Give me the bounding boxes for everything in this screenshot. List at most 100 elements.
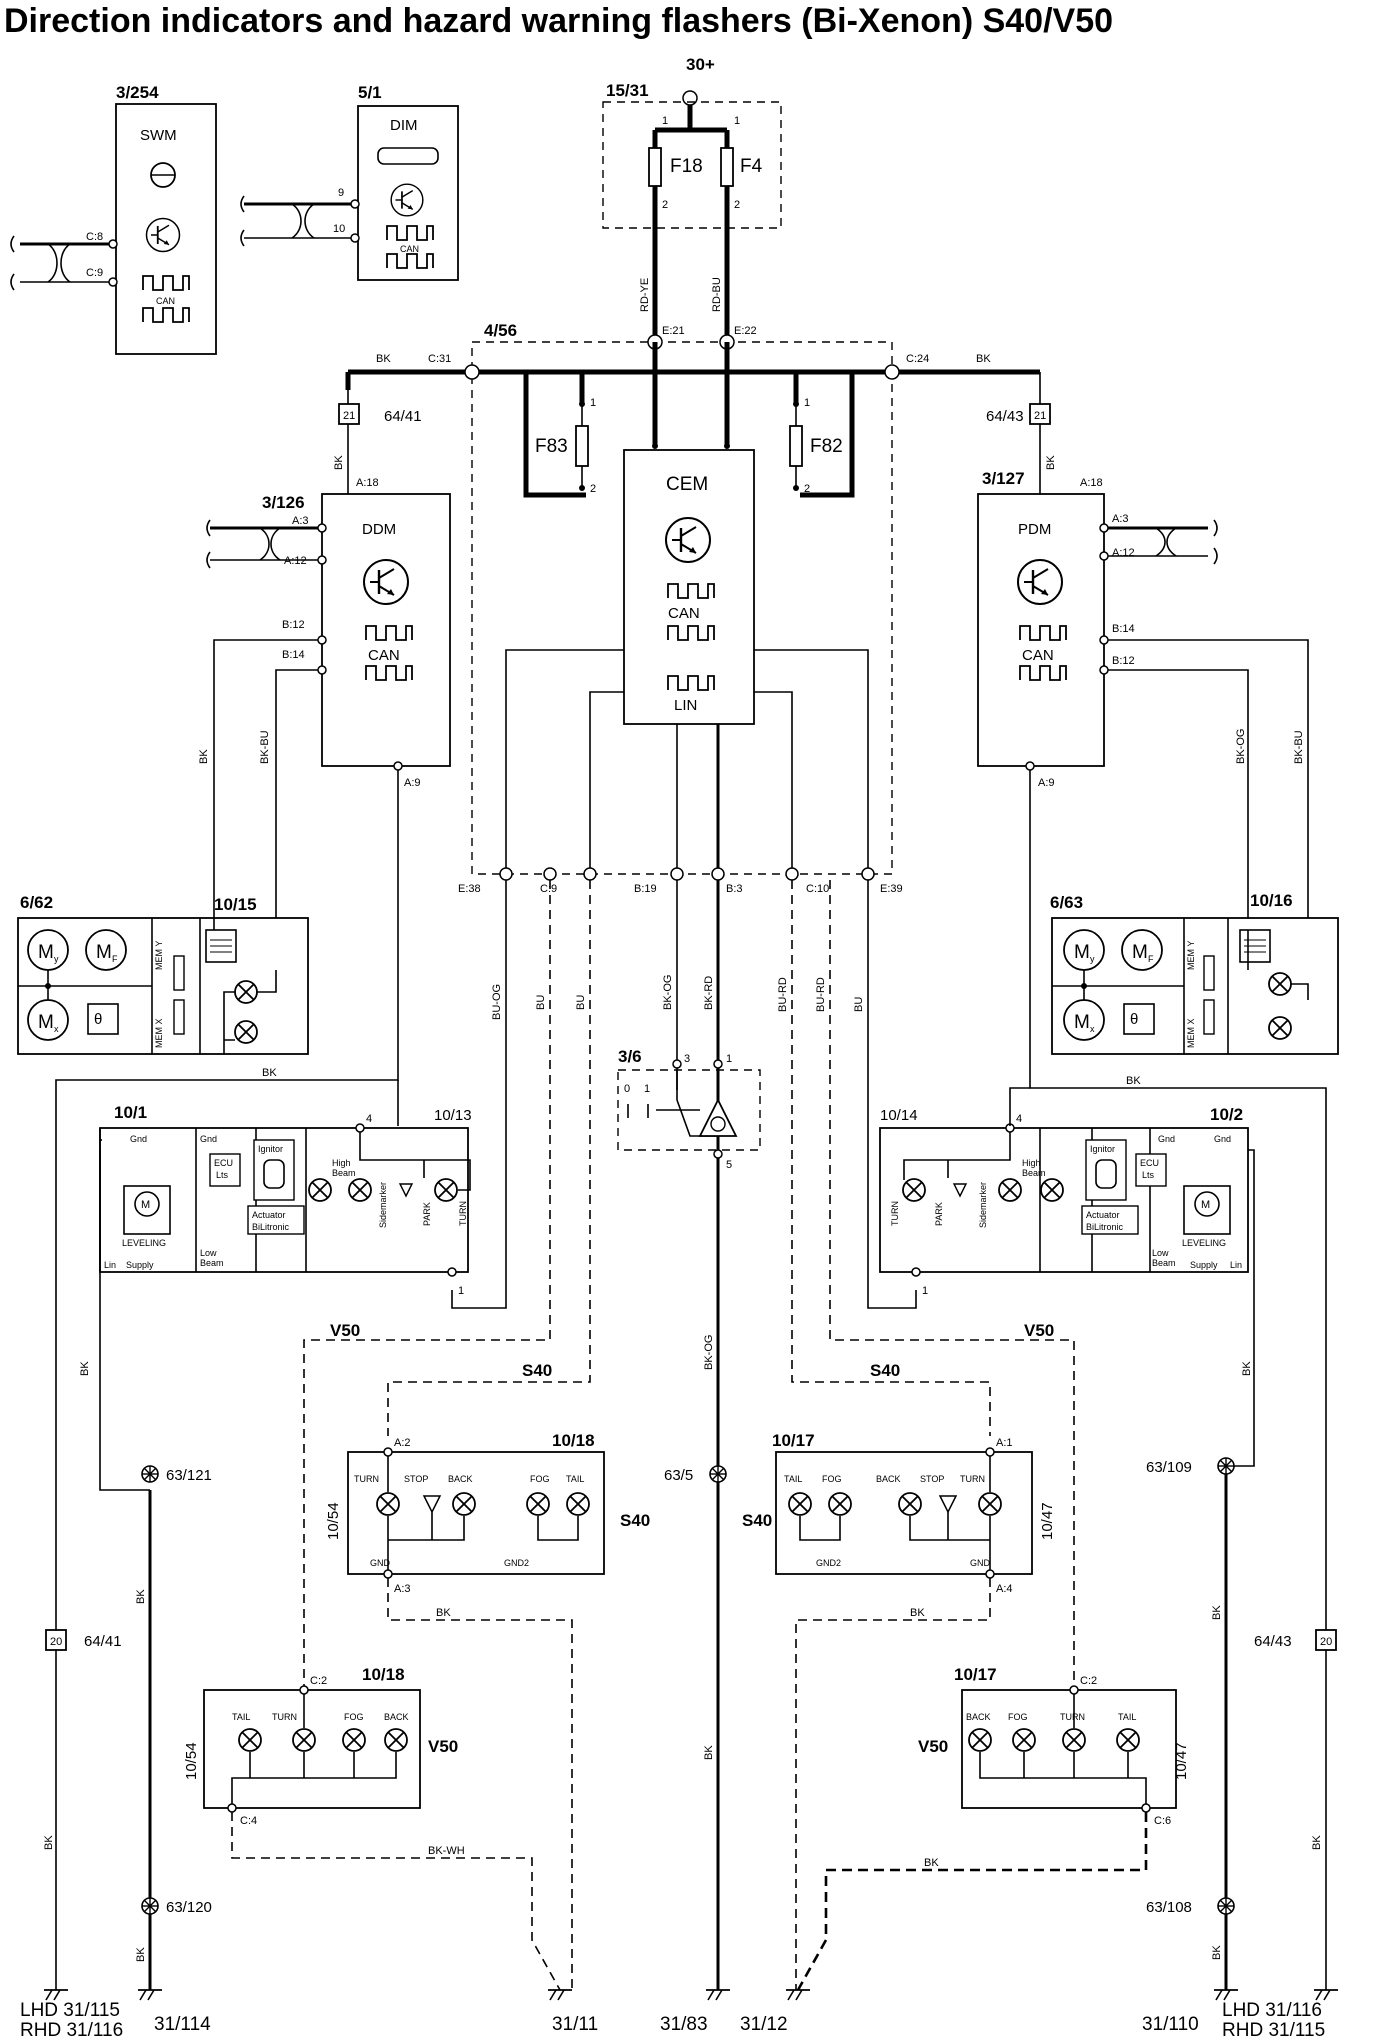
- hl-lts: Lts: [216, 1170, 229, 1180]
- outer-left-bk: BK: [43, 1835, 55, 1850]
- pdm-bkog: BK-OG: [1235, 729, 1247, 764]
- splice-6441-bot: 64/41: [84, 1633, 122, 1650]
- tvr-variant: V50: [918, 1737, 948, 1756]
- hr-pin1: 1: [922, 1285, 928, 1297]
- label-b19: B:19: [634, 883, 657, 895]
- splice-21-left: 21: [343, 410, 355, 422]
- hl-low: Low: [200, 1248, 217, 1258]
- wire-bu-v50-left: BU: [575, 995, 587, 1010]
- fuse-f82-label: F82: [810, 436, 843, 457]
- junction-63-5: 63/5: [664, 1467, 693, 1484]
- instrument-cluster-icon: [377, 147, 439, 165]
- swm-name: SWM: [140, 127, 177, 144]
- tsl-a3: A:3: [394, 1583, 411, 1595]
- tvr-id: 10/17: [954, 1665, 997, 1684]
- hl-supply: Supply: [126, 1260, 154, 1270]
- cem-transistor-icon: [664, 516, 712, 564]
- tsl-variant: S40: [620, 1511, 650, 1530]
- j63120-bk: BK: [135, 1947, 147, 1962]
- motor-y-right: M: [1074, 942, 1090, 963]
- fusebox-id: 15/31: [606, 81, 649, 100]
- dim-name: DIM: [390, 117, 418, 134]
- hr-leveling: LEVELING: [1182, 1238, 1226, 1248]
- motor-f-right-sub: F: [1148, 954, 1154, 964]
- tsl-a2: A:2: [394, 1437, 411, 1449]
- tsl-bk: BK: [436, 1607, 451, 1619]
- hr-sidemarker: Sidemarker: [978, 1182, 988, 1228]
- junction-63-121: 63/121: [166, 1467, 212, 1484]
- cem-module: 4/56 C:31 C:24 E:21 E:22 BK BK F83 1 2 F…: [345, 321, 1040, 895]
- pdm-name: PDM: [1018, 521, 1051, 538]
- ground-lhd-left: LHD 31/115: [20, 2000, 120, 2021]
- tvl-back-lamp-icon: [384, 1728, 408, 1752]
- hl-high: High: [332, 1158, 351, 1168]
- splice-6443-label: 64/43: [986, 408, 1024, 425]
- pdm-a3: A:3: [1112, 513, 1129, 525]
- label-e38: E:38: [458, 883, 481, 895]
- label-c10: C:10: [806, 883, 829, 895]
- hl-lin: Lin: [104, 1260, 116, 1270]
- tsr-a1: A:1: [996, 1437, 1013, 1449]
- ddm-a3: A:3: [292, 515, 309, 527]
- tsl-back-lamp-icon: [452, 1492, 476, 1516]
- hr-beam2: Beam: [1152, 1258, 1176, 1268]
- label-bk-c24: BK: [976, 353, 991, 365]
- hl-bilitronic: BiLitronic: [252, 1222, 290, 1232]
- junction-63-109: 63/109: [1146, 1459, 1192, 1476]
- tsr-fog: FOG: [822, 1474, 842, 1484]
- ddm-transistor-icon: [362, 558, 410, 606]
- junction-63-120: 63/120: [166, 1899, 212, 1916]
- ddm-id: 3/126: [262, 493, 305, 512]
- cem-lower-pins: [499, 867, 875, 881]
- wire-rd-ye: RD-YE: [639, 278, 651, 312]
- hl-ecu: ECU: [214, 1158, 233, 1168]
- supply-label: 30+: [686, 55, 715, 74]
- cem-box-id: 4/56: [484, 321, 517, 340]
- label-c9: C:9: [540, 883, 557, 895]
- mirror-left-sub: 10/15: [214, 895, 257, 914]
- headlamp-left-id: 10/1: [114, 1103, 147, 1122]
- fuse-f4-label: F4: [740, 156, 763, 177]
- sidemarker-led-icon: [398, 1183, 414, 1198]
- tsl-gnd: GND: [370, 1558, 391, 1568]
- dim-module: 5/1 DIM CAN 9 10: [240, 83, 459, 281]
- splice-6441-label: 64/41: [384, 408, 422, 425]
- motor-f-right: M: [1132, 942, 1148, 963]
- tsl-id: 10/18: [552, 1431, 595, 1450]
- tsr-back-lamp-icon: [898, 1492, 922, 1516]
- mirror-left-lamp2-icon: [234, 1020, 258, 1044]
- j63109-bk: BK: [1211, 1605, 1223, 1620]
- j63108-bk: BK: [1211, 1945, 1223, 1960]
- swm-pin-c9: C:9: [86, 267, 103, 279]
- tvr-fog: FOG: [1008, 1712, 1028, 1722]
- splice-64-43-bottom: [1315, 1629, 1337, 1651]
- hr-bilitronic: BiLitronic: [1086, 1222, 1124, 1232]
- tvr-bk: BK: [924, 1857, 939, 1869]
- splice-20-right: 20: [1320, 1636, 1332, 1648]
- f83-pin1: 1: [590, 397, 596, 409]
- tvl-variant: V50: [428, 1737, 458, 1756]
- tvl-bkwh: BK-WH: [428, 1845, 465, 1857]
- hr-turn-lamp-icon: [902, 1178, 926, 1202]
- mem-x-right: MEM X: [1186, 1018, 1196, 1048]
- variant-s40-right: S40: [870, 1361, 900, 1380]
- hl-pin1: 1: [458, 1285, 464, 1297]
- ground-icon: [137, 1989, 163, 2001]
- ddm-a9: A:9: [404, 777, 421, 789]
- mem-y-right: MEM Y: [1186, 941, 1196, 970]
- fuse-f83: [575, 425, 589, 467]
- tvl-turn-lamp-icon: [292, 1728, 316, 1752]
- cem-name: CEM: [666, 474, 708, 495]
- leveling-motor-icon: [134, 1191, 160, 1217]
- f4-pin2: 2: [734, 199, 740, 211]
- ground-31-83: 31/83: [660, 2014, 708, 2035]
- swm-module: 3/254 SWM CAN C:8 C:9: [10, 83, 217, 355]
- ddm-b14: B:14: [282, 649, 305, 661]
- motor-y-left-sub: y: [54, 954, 59, 964]
- hl-low-lamp-icon: [308, 1178, 332, 1202]
- motor-x-left: M: [38, 1012, 54, 1033]
- hl-turn-lamp-icon: [434, 1178, 458, 1202]
- leveling-m: M: [141, 1199, 150, 1211]
- pdm-id: 3/127: [982, 469, 1025, 488]
